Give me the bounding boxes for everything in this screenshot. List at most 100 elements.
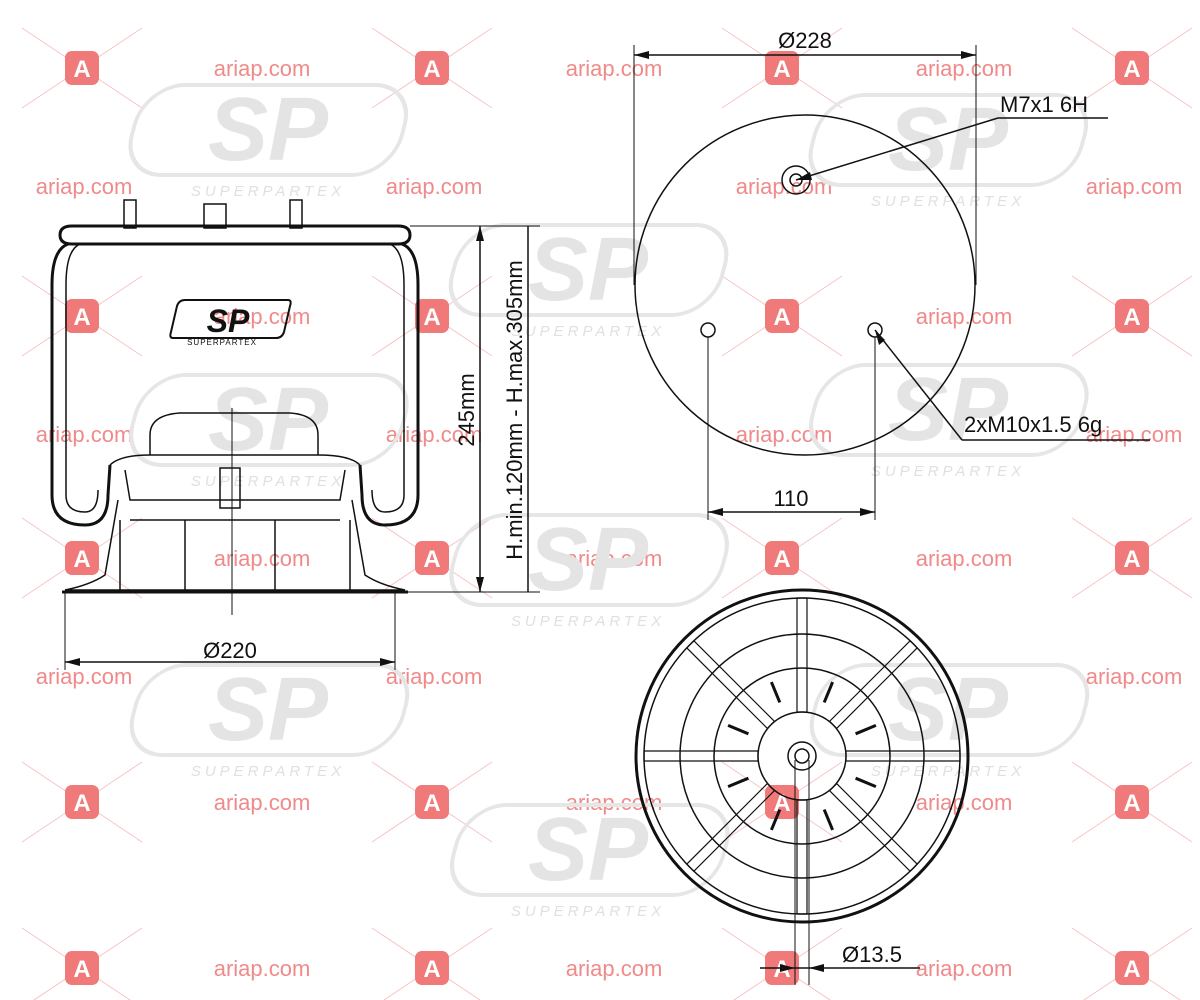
watermark-logo-subtext: SUPERPARTEX [871, 763, 1025, 780]
dim-height-nominal: 245mm [454, 373, 479, 446]
dim-thread-side: 2xM10x1.5 6g [964, 412, 1102, 437]
watermark-logo: SP SUPERPARTEX [129, 370, 409, 490]
bottom-view-rib [855, 723, 877, 736]
watermark-badge: A [1071, 761, 1193, 843]
watermark-badge: A [371, 761, 493, 843]
watermark-url: ariap.com [566, 956, 663, 981]
watermark-badge-letter: A [423, 790, 440, 817]
dim-stud-spacing: 110 [773, 486, 808, 511]
watermark-badge: A [371, 275, 493, 357]
watermark-badge-letter: A [1123, 956, 1140, 983]
watermark-logo-subtext: SUPERPARTEX [191, 473, 345, 490]
dim-bottom-hole: Ø13.5 [842, 942, 902, 967]
watermark-url: ariap.com [214, 546, 311, 571]
dim-top-diameter: Ø228 [778, 28, 832, 53]
watermark-url: ariap.com [1086, 422, 1183, 447]
bottom-view-rib [769, 681, 782, 703]
bottom-view-spoke [828, 639, 919, 730]
dim-thread-center: M7x1 6H [1000, 92, 1088, 117]
watermark-badge-letter: A [773, 304, 790, 331]
watermark-badge-letter: A [1123, 56, 1140, 83]
watermark-url: ariap.com [36, 422, 133, 447]
watermark-logo-text: SP [208, 660, 329, 760]
watermark-badge-letter: A [773, 56, 790, 83]
watermark-badge: A [21, 27, 143, 109]
watermark-url: ariap.com [916, 956, 1013, 981]
watermark-url: ariap.com [566, 546, 663, 571]
watermark-badge: A [21, 761, 143, 843]
bottom-view-spoke [828, 782, 919, 873]
dim-height-range: H.min.120mm - H.max.305mm [502, 260, 527, 560]
watermark-logo: SP SUPERPARTEX [129, 660, 410, 780]
watermark-badge-letter: A [1123, 790, 1140, 817]
watermark-url: ariap.com [36, 174, 133, 199]
watermark-badge-letter: A [423, 956, 440, 983]
watermark-badge-letter: A [73, 56, 90, 83]
watermark-url: ariap.com [214, 56, 311, 81]
watermark-url: ariap.com [916, 56, 1013, 81]
watermark-badge: A [21, 275, 143, 357]
watermark-badge: A [721, 275, 843, 357]
watermark-badge-letter: A [73, 956, 90, 983]
bottom-view-rib [822, 681, 835, 703]
watermark-logo: SP SUPERPARTEX [128, 80, 409, 200]
watermark-url: ariap.com [1086, 664, 1183, 689]
watermark-badge: A [1071, 927, 1193, 1000]
watermark-logo-subtext: SUPERPARTEX [191, 183, 345, 200]
watermark-badge: A [721, 517, 843, 599]
watermark-logo-subtext: SUPERPARTEX [871, 193, 1025, 210]
watermark-url: ariap.com [214, 304, 311, 329]
bottom-view-spoke [643, 750, 759, 762]
watermark-logo-text: SP [528, 510, 649, 610]
watermark-badge-letter: A [423, 56, 440, 83]
bottom-view-spoke [685, 639, 776, 730]
watermark-badge-letter: A [1123, 304, 1140, 331]
product-logo-subtext: SUPERPARTEX [187, 338, 257, 347]
top-view: Ø228 M7x1 6H 2xM10x1.5 6g 110 [633, 28, 1150, 520]
bottom-view: Ø13.5 [634, 588, 970, 985]
watermark-badge: A [1071, 275, 1193, 357]
watermark-url: ariap.com [916, 546, 1013, 571]
watermark-badge: A [371, 27, 493, 109]
watermark-url: ariap.com [214, 956, 311, 981]
bottom-view-rib [769, 809, 782, 831]
bottom-view-spoke [845, 750, 961, 762]
watermark-badge-letter: A [73, 790, 90, 817]
product-logo: SP SUPERPARTEX [169, 299, 292, 347]
side-view: Ø220 245mm H.min.120mm - H.max.305mm [50, 199, 540, 670]
watermark-url: ariap.com [566, 56, 663, 81]
bottom-view-rib [727, 776, 749, 789]
watermark-badge-letter: A [423, 546, 440, 573]
watermark-logo-text: SP [888, 90, 1009, 190]
watermark-layer: AAAAAAAAAAAAAAAAAAAAariap.comariap.comar… [21, 27, 1193, 1000]
watermark-badge: A [721, 761, 843, 843]
bottom-view-rib [855, 776, 877, 789]
watermark-badge: A [21, 517, 143, 599]
watermark-logo-text: SP [208, 370, 329, 470]
watermark-logo-subtext: SUPERPARTEX [191, 763, 345, 780]
bottom-view-rib [822, 809, 835, 831]
watermark-badge-letter: A [73, 546, 90, 573]
watermark-badge: A [1071, 517, 1193, 599]
watermark-logo-text: SP [528, 800, 649, 900]
watermark-url: ariap.com [214, 790, 311, 815]
watermark-badge-letter: A [773, 790, 790, 817]
watermark-badge: A [371, 517, 493, 599]
bottom-view-spoke [685, 782, 776, 873]
watermark-logo-subtext: SUPERPARTEX [511, 323, 665, 340]
watermark-url: ariap.com [916, 304, 1013, 329]
bottom-view-spoke [796, 799, 808, 915]
watermark-logo-subtext: SUPERPARTEX [511, 613, 665, 630]
watermark-url: ariap.com [386, 174, 483, 199]
watermark-badge: A [1071, 27, 1193, 109]
watermark-url: ariap.com [1086, 174, 1183, 199]
watermark-badge-letter: A [73, 304, 90, 331]
watermark-logo-text: SP [208, 80, 329, 180]
watermark-badge: A [21, 927, 143, 1000]
watermark-badge: A [721, 27, 843, 109]
product-logo-text: SP [207, 303, 250, 339]
